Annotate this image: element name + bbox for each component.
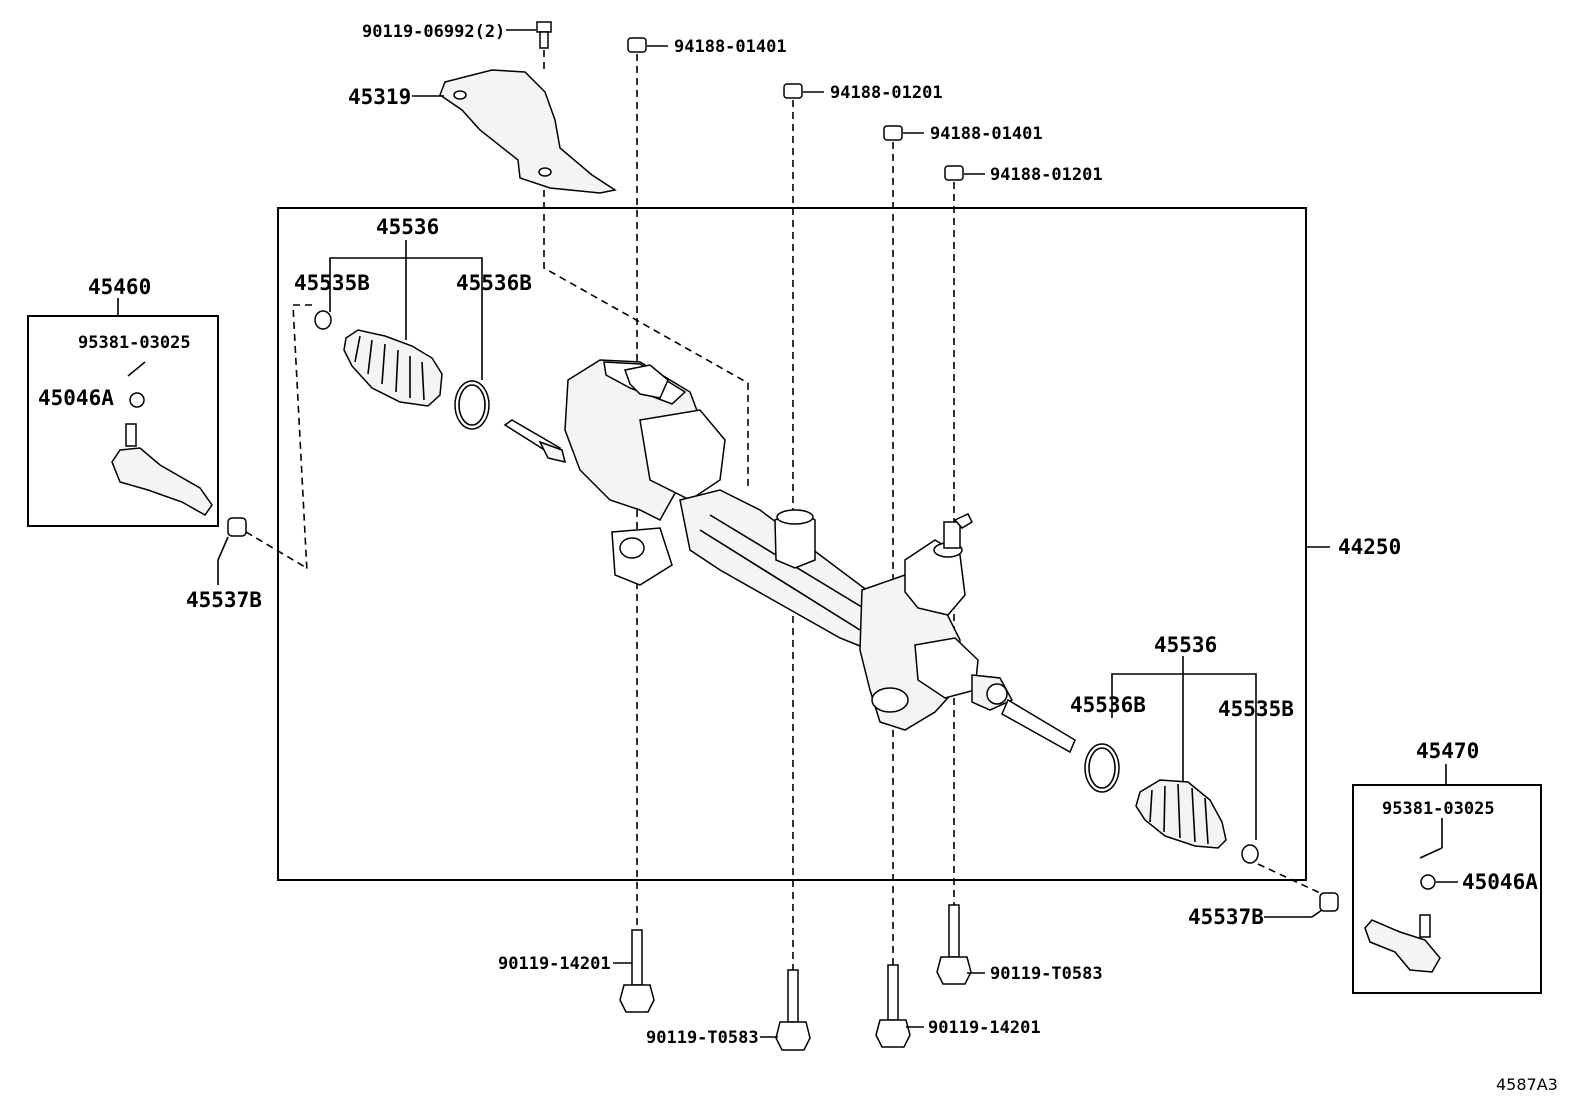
label-90119-14201-a: 90119-14201 xyxy=(498,954,611,974)
label-94188-01201-b: 94188-01201 xyxy=(990,165,1103,185)
label-95381-03025-left: 95381-03025 xyxy=(78,333,191,353)
assembly-frame-44250 xyxy=(277,207,1307,881)
boot-45536-right xyxy=(1135,779,1227,849)
tie-rod-end-box-left xyxy=(27,315,219,527)
clamp-45535B-left xyxy=(314,310,332,330)
label-45536-right: 45536 xyxy=(1154,633,1217,657)
label-45536B-left: 45536B xyxy=(456,271,532,295)
clamp-45535B-right xyxy=(1241,844,1259,864)
clamp-45536B-right xyxy=(1084,743,1120,793)
nut-94188-01401-a xyxy=(627,37,668,53)
label-44250: 44250 xyxy=(1338,535,1401,559)
boot-45536-left xyxy=(343,329,443,407)
label-45046A-right: 45046A xyxy=(1462,870,1538,894)
bolt-90119-T0583-b xyxy=(936,904,985,985)
label-45536-left: 45536 xyxy=(376,215,439,239)
label-45460: 45460 xyxy=(88,275,151,299)
label-45537B-right: 45537B xyxy=(1188,905,1264,929)
label-94188-01401-b: 94188-01401 xyxy=(930,124,1043,144)
label-90119-14201-b: 90119-14201 xyxy=(928,1018,1041,1038)
bolt-90119-14201-a xyxy=(613,929,655,1013)
nut-45537B-left xyxy=(217,517,247,585)
nut-94188-01401-b xyxy=(883,125,924,141)
label-45319: 45319 xyxy=(348,85,411,109)
clamp-45536B-left xyxy=(454,380,490,430)
diagram-code: 4587A3 xyxy=(1496,1075,1558,1094)
label-94188-01201-a: 94188-01201 xyxy=(830,83,943,103)
label-45470: 45470 xyxy=(1416,739,1479,763)
label-90119-T0583-a: 90119-T0583 xyxy=(646,1028,759,1048)
bolt-90119-14201-b xyxy=(875,964,924,1048)
steering-gear-assembly xyxy=(503,359,1076,754)
label-45536B-right: 45536B xyxy=(1070,693,1146,717)
bolt-90119-T0583-a xyxy=(760,969,811,1051)
label-90119-T0583-b: 90119-T0583 xyxy=(990,964,1103,984)
label-94188-01401-a: 94188-01401 xyxy=(674,37,787,57)
label-45535B-left: 45535B xyxy=(294,271,370,295)
nut-45537B-right xyxy=(1264,892,1339,918)
nut-94188-01201-a xyxy=(783,83,824,99)
bolt-90119-06992 xyxy=(506,21,552,74)
tie-rod-end-box-right xyxy=(1352,784,1542,994)
label-90119-06992: 90119-06992(2) xyxy=(362,22,505,42)
label-95381-03025-right: 95381-03025 xyxy=(1382,799,1495,819)
tie-rod-end-left xyxy=(111,361,213,516)
cover-45319 xyxy=(412,69,617,194)
label-45537B-left: 45537B xyxy=(186,588,262,612)
label-45046A-left: 45046A xyxy=(38,386,114,410)
label-45535B-right: 45535B xyxy=(1218,697,1294,721)
tie-rod-end-right xyxy=(1364,818,1458,973)
nut-94188-01201-b xyxy=(944,165,985,181)
